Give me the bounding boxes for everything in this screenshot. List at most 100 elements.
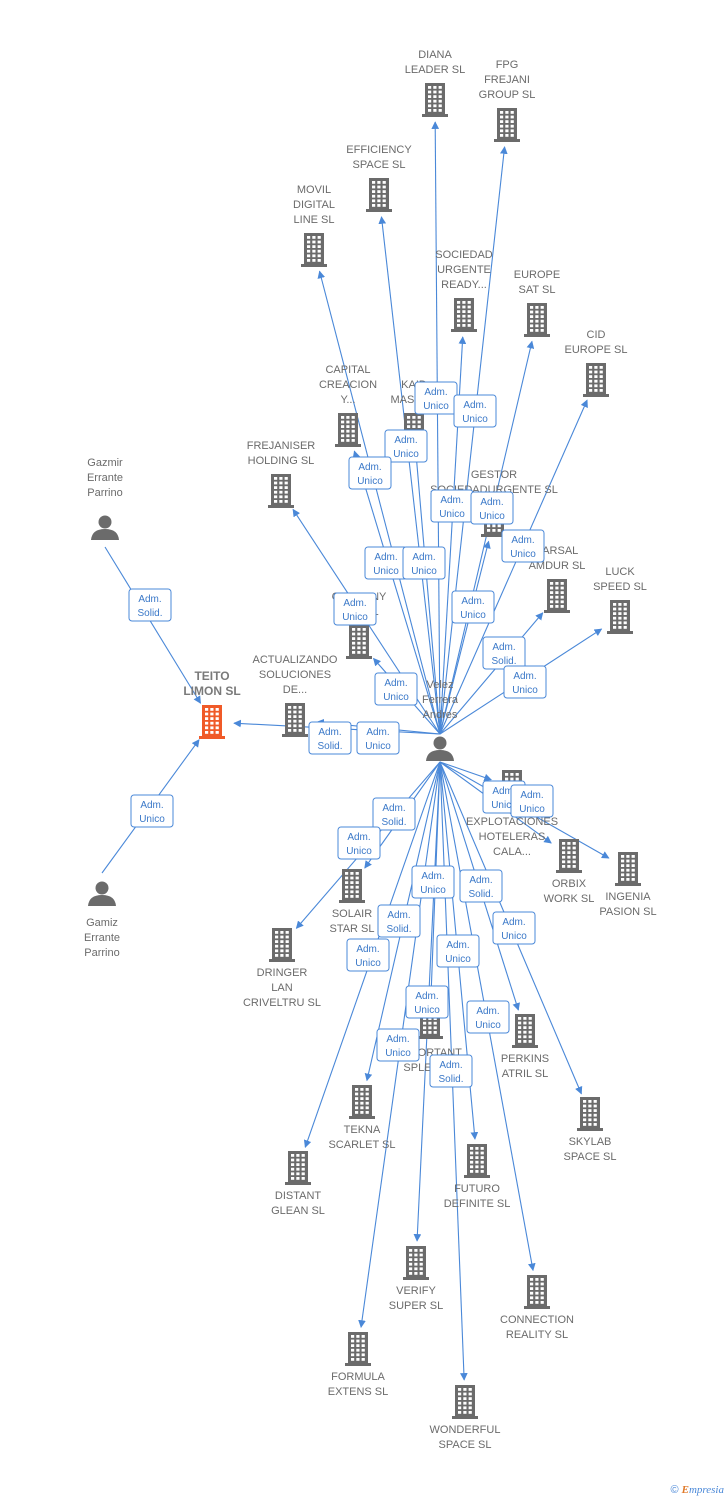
relation-label[interactable]: Adm.Unico — [436, 934, 480, 968]
building-icon[interactable] — [335, 413, 361, 447]
relation-label[interactable]: Adm.Unico — [333, 592, 377, 626]
building-icon[interactable] — [268, 474, 294, 508]
building-icon[interactable] — [282, 703, 308, 737]
relation-label-text: Unico — [439, 509, 465, 520]
building-icon[interactable] — [452, 1385, 478, 1419]
building-icon[interactable] — [607, 600, 633, 634]
building-icon[interactable] — [346, 625, 372, 659]
relation-label[interactable]: Adm.Unico — [470, 491, 514, 525]
relation-label-box — [453, 394, 497, 428]
relation-label[interactable]: Adm.Solid. — [482, 636, 526, 670]
relation-label[interactable]: Adm.Unico — [501, 529, 545, 563]
relation-label[interactable]: Adm.Unico — [510, 784, 554, 818]
relation-label[interactable]: Adm.Solid. — [377, 904, 421, 938]
relation-label[interactable]: Adm.Unico — [346, 938, 390, 972]
building-icon[interactable] — [349, 1085, 375, 1119]
relation-label[interactable]: Adm.Unico — [364, 546, 408, 580]
relation-label[interactable]: Adm.Solid. — [308, 721, 352, 755]
building-icon[interactable] — [544, 579, 570, 613]
relation-label[interactable]: Adm.Unico — [451, 590, 495, 624]
building-icon[interactable] — [339, 869, 365, 903]
relation-label[interactable]: Adm.Unico — [402, 546, 446, 580]
building-icon[interactable] — [422, 83, 448, 117]
node-actualizando[interactable]: ACTUALIZANDOSOLUCIONESDE... — [253, 654, 338, 737]
building-icon[interactable] — [345, 1332, 371, 1366]
building-icon[interactable] — [577, 1097, 603, 1131]
building-icon[interactable] — [524, 1275, 550, 1309]
relation-label[interactable]: Adm.Unico — [130, 794, 174, 828]
building-icon[interactable] — [512, 1014, 538, 1048]
building-icon[interactable] — [494, 108, 520, 142]
building-icon[interactable] — [269, 928, 295, 962]
relation-label[interactable]: Adm.Unico — [503, 665, 547, 699]
person-icon[interactable] — [91, 515, 119, 541]
person-icon[interactable] — [88, 881, 116, 907]
relation-label[interactable]: Adm.Solid. — [128, 588, 172, 622]
node-capital[interactable]: CAPITALCREACIONY... — [319, 364, 377, 447]
relation-label-box — [503, 665, 547, 699]
relation-label[interactable]: Adm.Solid. — [459, 869, 503, 903]
building-icon[interactable] — [583, 363, 609, 397]
building-icon[interactable] — [615, 852, 641, 886]
relation-label-box — [348, 456, 392, 490]
relation-label[interactable]: Adm.Unico — [348, 456, 392, 490]
building-icon[interactable] — [285, 1151, 311, 1185]
relation-label[interactable]: Adm.Unico — [414, 381, 458, 415]
node-label-line: LUCK — [605, 566, 635, 578]
relation-label-box — [308, 721, 352, 755]
relation-label[interactable]: Adm.Unico — [411, 865, 455, 899]
relation-label-text: Unico — [365, 741, 391, 752]
relation-label[interactable]: Adm.Solid. — [429, 1054, 473, 1088]
relation-label[interactable]: Adm.Unico — [430, 489, 474, 523]
relation-label[interactable]: Adm.Unico — [374, 672, 418, 706]
relation-label[interactable]: Adm.Solid. — [372, 797, 416, 831]
relation-label[interactable]: Adm.Unico — [466, 1000, 510, 1034]
node-label-line: SCARLET SL — [328, 1139, 395, 1151]
building-icon[interactable] — [301, 233, 327, 267]
relation-label[interactable]: Adm.Unico — [376, 1028, 420, 1062]
relation-label[interactable]: Adm.Unico — [384, 429, 428, 463]
building-icon[interactable] — [451, 298, 477, 332]
relation-label-text: Adm. — [511, 535, 534, 546]
building-icon[interactable] — [199, 705, 225, 739]
node-sociedad[interactable]: SOCIEDADURGENTEREADY... — [435, 249, 493, 332]
relation-label[interactable]: Adm.Unico — [453, 394, 497, 428]
building-icon[interactable] — [464, 1144, 490, 1178]
building-icon[interactable] — [556, 839, 582, 873]
relation-label[interactable]: Adm.Unico — [405, 985, 449, 1019]
relation-label[interactable]: Adm.Unico — [356, 721, 400, 755]
node-label-line: DE... — [283, 684, 307, 696]
building-icon[interactable] — [366, 178, 392, 212]
person-icon[interactable] — [426, 736, 454, 762]
building-icon[interactable] — [524, 303, 550, 337]
relation-label[interactable]: Adm.Unico — [337, 826, 381, 860]
building-icon[interactable] — [403, 1246, 429, 1280]
relation-label[interactable]: Adm.Unico — [492, 911, 536, 945]
